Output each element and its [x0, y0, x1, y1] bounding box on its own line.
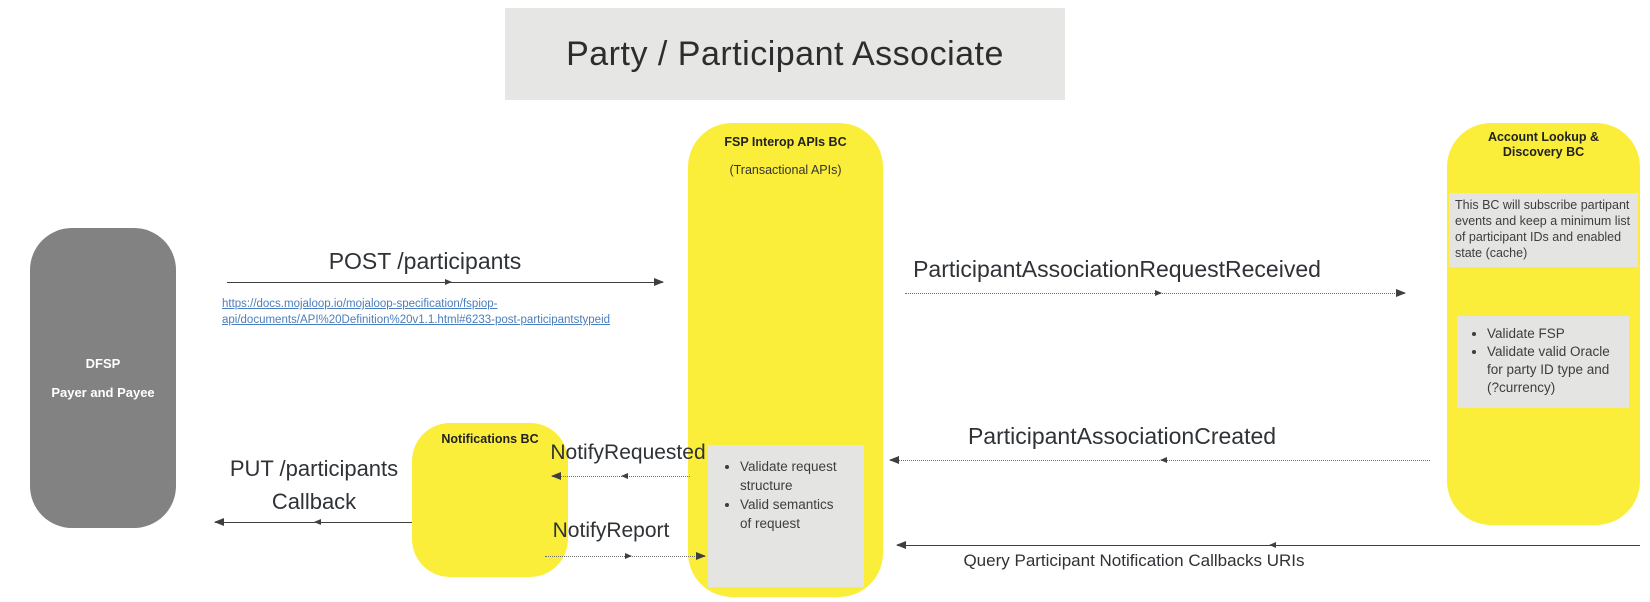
note-subscribe-events: This BC will subscribe partipant events …	[1449, 193, 1638, 267]
arrow-midpoint-marker	[1268, 542, 1276, 548]
label-participant-association-created: ParticipantAssociationCreated	[967, 423, 1277, 449]
arrow-midpoint-marker	[1160, 457, 1167, 463]
arrowhead-left-icon	[889, 456, 899, 464]
label-notify-requested: NotifyRequested	[550, 441, 706, 464]
mojaloop-spec-link-line1[interactable]: https://docs.mojaloop.io/mojaloop-specif…	[222, 298, 498, 310]
arrow-put-participants-callback	[214, 518, 412, 526]
arrow-midpoint-marker	[1155, 290, 1162, 296]
note-validate-request: Validate request structure Valid semanti…	[708, 445, 864, 587]
note-validate-fsp: Validate FSP Validate valid Oracle for p…	[1457, 316, 1629, 408]
arrow-midpoint-marker	[625, 553, 632, 559]
label-post-participants: POST /participants	[328, 248, 522, 274]
dfsp-name: DFSP	[85, 356, 121, 371]
arrow-midpoint-marker	[445, 279, 452, 285]
fsp-interop-title: FSP Interop APIs BC	[724, 135, 847, 149]
actor-dfsp: DFSP Payer and Payee	[30, 228, 176, 528]
put-callback-line1: PUT /participants	[229, 456, 399, 481]
validate-fsp-list: Validate FSP Validate valid Oracle for p…	[1457, 316, 1629, 397]
diagram-title-box: Party / Participant Associate	[505, 8, 1065, 100]
arrow-participant-association-request-received	[905, 289, 1406, 297]
arrowhead-left-icon	[551, 472, 561, 480]
actor-fsp-interop-bc: FSP Interop APIs BC (Transactional APIs)…	[688, 123, 883, 597]
arrow-notify-requested	[551, 472, 690, 480]
arrowhead-right-icon	[1396, 289, 1406, 297]
arrow-notify-report	[545, 552, 706, 560]
arrowhead-right-icon	[696, 552, 706, 560]
notifications-title: Notifications BC	[441, 432, 539, 446]
arrow-post-participants	[227, 278, 664, 286]
arrowhead-left-icon	[896, 541, 906, 549]
dfsp-role: Payer and Payee	[51, 385, 155, 400]
label-query-callbacks: Query Participant Notification Callbacks…	[963, 551, 1305, 570]
put-callback-line2: Callback	[271, 489, 357, 514]
diagram-title: Party / Participant Associate	[566, 34, 1004, 73]
account-lookup-title: Account Lookup & Discovery BC	[1487, 130, 1600, 159]
validate-request-item: Valid semantics of request	[740, 495, 840, 533]
arrow-midpoint-marker	[313, 519, 321, 525]
arrowhead-left-icon	[214, 518, 224, 526]
label-notify-report: NotifyReport	[552, 519, 670, 542]
arrowhead-right-icon	[654, 278, 664, 286]
validate-fsp-item: Validate valid Oracle for party ID type …	[1487, 343, 1619, 397]
validate-request-list: Validate request structure Valid semanti…	[708, 445, 864, 533]
label-participant-association-request-received: ParticipantAssociationRequestReceived	[913, 256, 1321, 282]
arrow-midpoint-marker	[621, 473, 628, 479]
mojaloop-spec-link-line2[interactable]: api/documents/API%20Definition%20v1.1.ht…	[222, 314, 611, 326]
arrow-query-callbacks	[896, 541, 1640, 549]
actor-notifications-bc: Notifications BC	[412, 423, 568, 577]
validate-fsp-item: Validate FSP	[1487, 325, 1619, 343]
mojaloop-spec-link[interactable]: https://docs.mojaloop.io/mojaloop-specif…	[222, 296, 610, 328]
label-put-participants-callback: PUT /participants Callback	[230, 452, 398, 518]
actor-account-lookup-bc: Account Lookup & Discovery BC This BC wi…	[1447, 123, 1640, 525]
validate-request-item: Validate request structure	[740, 457, 840, 495]
fsp-interop-subtitle: (Transactional APIs)	[729, 163, 842, 177]
arrow-participant-association-created	[889, 456, 1430, 464]
